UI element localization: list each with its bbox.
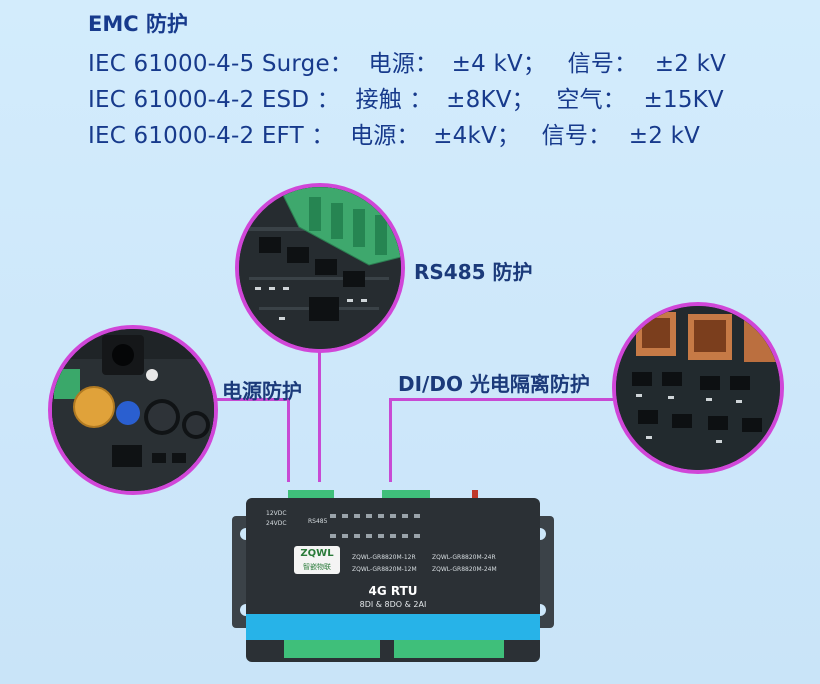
rtu-device-drawing [232, 484, 554, 662]
spec-standard: IEC 61000-4-5 Surge： [88, 51, 354, 77]
power-label: 电源防护 [222, 379, 302, 403]
rs485-pcb-image [239, 187, 401, 349]
spec-label-b: 信号： [541, 123, 612, 149]
power-pcb-image [52, 329, 214, 491]
device-brand-sub: 智嵌物联 [303, 563, 331, 571]
device-brand: ZQWL [300, 548, 334, 559]
device-variant-1: ZQWL-GR8820M-12R [352, 554, 416, 561]
rs485-closeup [235, 183, 405, 353]
emc-title: EMC 防护 [88, 12, 188, 36]
connector-power-v [287, 398, 290, 482]
device-variant-4: ZQWL-GR8820M-24M [432, 566, 497, 573]
device-io: 8DI & 8DO & 2AI [359, 600, 427, 609]
dido-closeup [612, 302, 784, 474]
device-port-label: RS485 [308, 518, 328, 525]
spec-value-a: ±4 kV； [451, 51, 547, 77]
spec-value-b: ±2 kV [628, 123, 701, 149]
spec-value-a: ±4kV； [433, 123, 521, 149]
spec-standard: IEC 61000-4-2 ESD ： [88, 87, 340, 113]
device-variant-2: ZQWL-GR8820M-24R [432, 554, 496, 561]
spec-label-b: 空气： [556, 87, 626, 113]
spec-row-surge: IEC 61000-4-5 Surge： 电源： ±4 kV； 信号： ±2 k… [88, 44, 726, 78]
dido-pcb-image [616, 306, 780, 470]
connector-dido-v [389, 398, 392, 482]
device-variant-3: ZQWL-GR8820M-12M [352, 566, 417, 573]
dido-label: DI/DO 光电隔离防护 [398, 372, 590, 396]
connector-power-h [214, 398, 290, 401]
rtu-device: ZQWL 智嵌物联 ZQWL-GR8820M-12R ZQWL-GR8820M-… [232, 484, 554, 670]
spec-row-eft: IEC 61000-4-2 EFT ： 电源： ±4kV； 信号： ±2 kV [88, 116, 700, 150]
spec-value-b: ±15KV [643, 87, 724, 113]
power-closeup [48, 325, 218, 495]
spec-label-b: 信号： [567, 51, 638, 77]
spec-row-esd: IEC 61000-4-2 ESD ： 接触 ： ±8KV； 空气： ±15KV [88, 80, 724, 114]
device-voltage-12: 12VDC [266, 510, 287, 517]
spec-value-a: ±8KV； [446, 87, 535, 113]
spec-value-b: ±2 kV [654, 51, 727, 77]
device-voltage-24: 24VDC [266, 520, 287, 527]
device-model: 4G RTU [368, 584, 418, 598]
spec-label-a: 接触 ： [355, 87, 433, 113]
spec-standard: IEC 61000-4-2 EFT ： [88, 123, 335, 149]
rs485-label: RS485 防护 [414, 260, 533, 284]
connector-dido-h [389, 398, 617, 401]
connector-rs485 [318, 352, 321, 482]
spec-label-a: 电源： [350, 123, 420, 149]
spec-label-a: 电源： [368, 51, 439, 77]
